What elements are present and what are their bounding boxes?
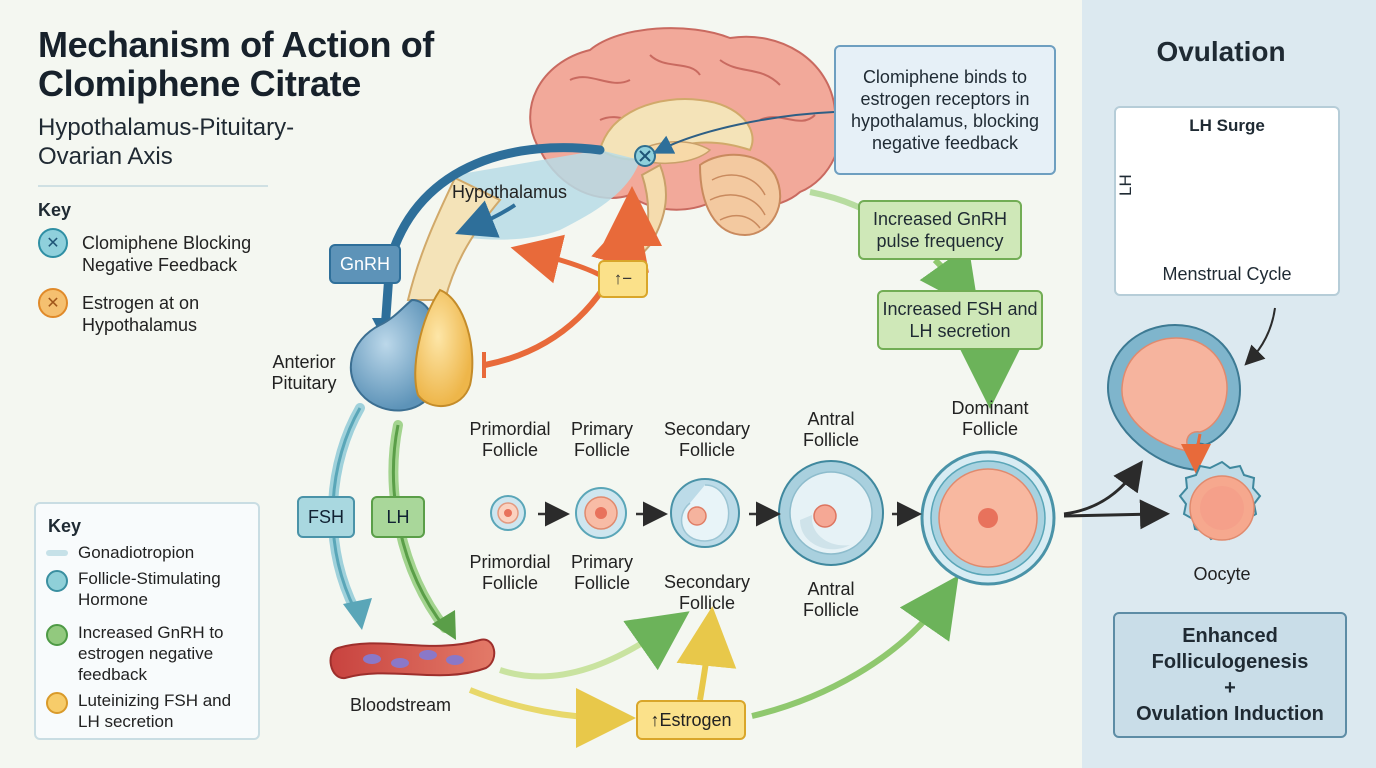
title-line-2: Clomiphene Citrate [38,62,361,104]
clomiphene-block-marker [634,145,656,167]
blood-to-follicle-arrow [499,611,690,680]
hypothalamus-label: Hypothalamus [452,182,568,202]
page-title: Mechanism of Action of Clomiphene Citrat… [38,24,434,104]
callout-pointer-arrow [652,111,835,154]
bloodstream-label: Bloodstream [350,695,452,715]
estrogen-icon: ✕ [38,288,68,318]
oocyte-label: Oocyte [1193,564,1251,584]
key-item-fsh: Follicle-Stimulating Hormone [78,569,221,609]
fsh-box-to-dominant-arrow [959,348,1020,409]
key-box-bottom: Key Gonadiotropion Follicle-Stimulating … [34,502,260,740]
dominant-to-oocyte-arrow [1063,499,1170,530]
clomiphene-callout: Clomiphene binds to estrogen receptors i… [834,45,1056,175]
ruptured-follicle [1106,323,1242,472]
lh-axis-label: LH [1116,174,1135,196]
key-title-bottom: Key [48,516,82,536]
follicle-primary [575,487,627,539]
lh-dot-icon [46,692,68,714]
lh-surge-title: LH Surge [1189,116,1265,135]
lh-surge-box [1114,106,1340,296]
key-item-gonadotropin: Gonadiotropion [78,543,195,562]
subtitle-line-1: Hypothalamus-Pituitary- [38,114,295,141]
follicle-dominant [920,450,1056,586]
estrogen-to-follicle-arrow [676,606,737,701]
oocyte-cell [1178,460,1262,541]
fsh-lh-secretion-box: Increased FSH and LH secretion [877,290,1043,350]
dominant-to-ruptured-arrow [1063,460,1144,516]
menstrual-cycle-label: Menstrual Cycle [1162,264,1292,284]
key-title-top: Key [38,200,72,220]
key-item-clomiphene: Clomiphene Blocking Negative Feedback [82,233,252,275]
key-item-gnrh: Increased GnRH to estrogen negative feed… [78,623,224,684]
follicle-primordial [490,495,526,531]
gnrh-to-fsh-box-arrow [919,245,979,312]
gnrh-pulse-box: Increased GnRH pulse frequency [858,200,1022,260]
anterior-pituitary-gland [349,288,474,412]
gonadotropin-swatch-icon [46,550,68,556]
follicle-antral [778,460,884,566]
blood-to-estrogen-arrow [468,687,636,748]
enhanced-folliculogenesis-box: Enhanced Folliculogenesis + Ovulation In… [1113,612,1347,738]
estrogen-badge: ↑Estrogen [636,700,746,740]
lh-to-rupture-arrow [1244,307,1276,366]
clomiphene-block-icon: ✕ [38,228,68,258]
hypothalamus-pointer-arrow [455,200,517,238]
ovulation-title: Ovulation [1156,36,1286,67]
bloodstream-vessel [329,638,496,679]
anterior-pituitary-label: Anterior Pituitary [271,352,337,393]
gnrh-dot-icon [46,624,68,646]
title-divider [38,185,268,187]
negative-feedback-arrow [484,206,649,368]
fsh-badge: FSH [297,496,355,538]
subtitle-line-2: Ovarian Axis [38,142,173,170]
fsh-dot-icon [46,570,68,592]
page-subtitle: Hypothalamus-Pituitary- Ovarian Axis [38,114,358,172]
estrogen-to-dominant-arrow [751,575,959,719]
key-item-lh: Luteinizing FSH and LH secretion [78,691,232,731]
key-item-estrogen: Estrogen at on Hypothalamus [82,293,200,335]
title-line-1: Mechanism of Action of [38,24,434,65]
gnrh-arrow [380,143,605,335]
follicle-secondary [670,478,740,548]
gnrh-badge: GnRH [329,244,401,284]
negative-feedback-badge: ↑− [598,260,648,298]
lh-badge: LH [371,496,425,538]
feedback-to-hypothalamus-arrow [510,234,602,284]
release-arrow [1181,433,1212,474]
